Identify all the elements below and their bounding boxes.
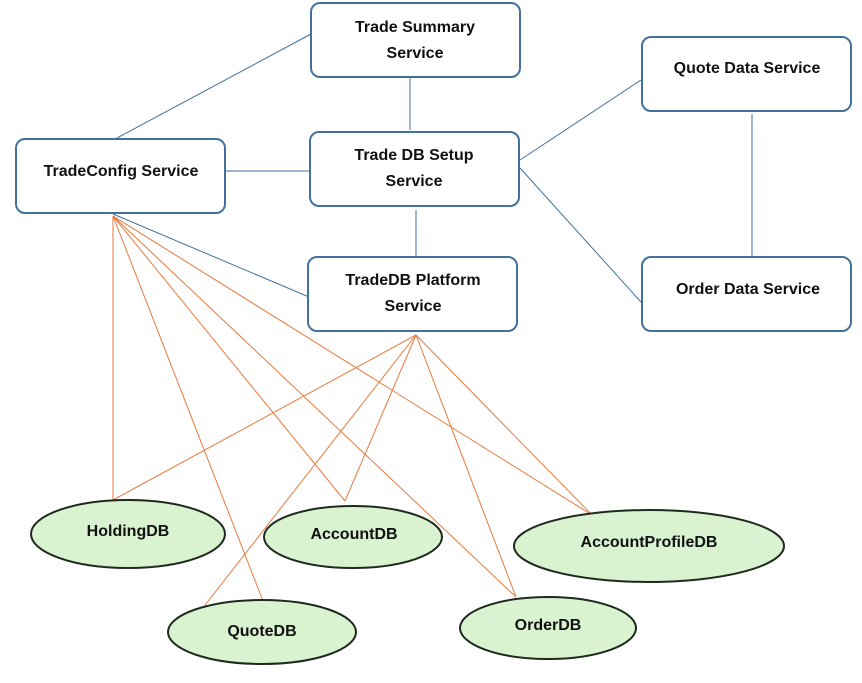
link-tradedbsetup-orderdata: [520, 168, 641, 302]
orderdb-label: OrderDB: [515, 617, 582, 634]
link-tradedbplatform-accountprofiledb: [416, 335, 592, 515]
link-tradedbplatform-accountdb: [345, 335, 416, 501]
tradedb-platform-service-label-line1: TradeDB Platform: [345, 272, 480, 289]
trade-summary-service: Trade Summary Service: [311, 3, 520, 77]
link-tradeconfig-tradesummary: [117, 34, 311, 138]
order-data-service-label: Order Data Service: [676, 281, 820, 298]
tradeconfig-service: TradeConfig Service: [16, 139, 225, 213]
trade-summary-service-label-line1: Trade Summary: [355, 19, 475, 36]
tradeconfig-service-label: TradeConfig Service: [44, 163, 199, 180]
quote-data-service: Quote Data Service: [642, 37, 851, 111]
link-tradedbsetup-quotedata: [520, 80, 641, 160]
quote-data-service-label: Quote Data Service: [674, 60, 821, 77]
quotedb: QuoteDB: [168, 600, 356, 664]
quotedb-label: QuoteDB: [227, 623, 296, 640]
accountprofiledb-label: AccountProfileDB: [581, 534, 718, 551]
accountdb-label: AccountDB: [310, 526, 397, 543]
tradedb-platform-service-box: [308, 257, 517, 331]
trade-summary-service-label-line2: Service: [387, 45, 444, 62]
order-data-service: Order Data Service: [642, 257, 851, 331]
tradedb-platform-service: TradeDB Platform Service: [308, 257, 517, 331]
trade-db-setup-service-label-line2: Service: [386, 173, 443, 190]
link-tradeconfig-tradedbplatform: [113, 214, 309, 297]
trade-summary-service-box: [311, 3, 520, 77]
trade-db-setup-service: Trade DB Setup Service: [310, 132, 519, 206]
accountdb: AccountDB: [264, 506, 442, 568]
tradedb-platform-service-label-line2: Service: [385, 298, 442, 315]
holdingdb: HoldingDB: [31, 500, 225, 568]
orderdb: OrderDB: [460, 597, 636, 659]
holdingdb-label: HoldingDB: [87, 523, 170, 540]
trade-db-setup-service-box: [310, 132, 519, 206]
trade-db-setup-service-label-line1: Trade DB Setup: [354, 147, 473, 164]
link-tradedbplatform-orderdb: [416, 335, 516, 597]
accountprofiledb: AccountProfileDB: [514, 510, 784, 582]
